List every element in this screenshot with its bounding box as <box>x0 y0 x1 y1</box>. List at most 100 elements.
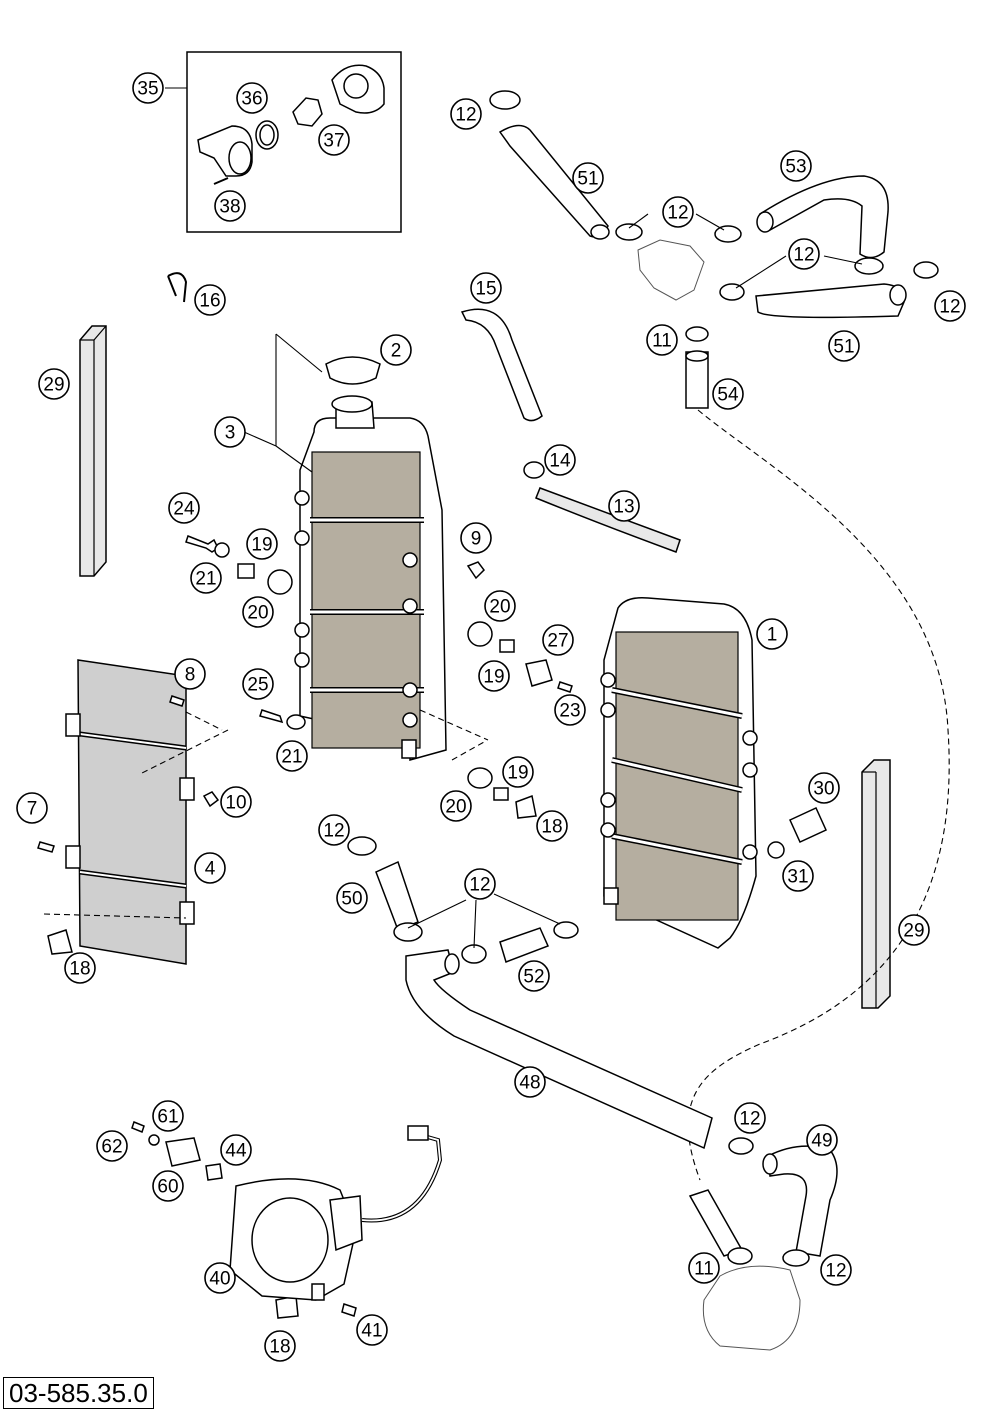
callout-8: 8 <box>174 658 206 690</box>
callout-label: 29 <box>43 375 64 396</box>
callout-label: 2 <box>391 341 402 362</box>
callout-label: 21 <box>195 569 216 590</box>
callout-label: 19 <box>483 667 504 688</box>
callout-40: 40 <box>204 1262 236 1294</box>
callout-circle <box>152 1100 184 1132</box>
callout-circle <box>756 618 788 650</box>
callout-label: 12 <box>793 245 814 266</box>
callout-36: 36 <box>236 82 268 114</box>
callout-label: 25 <box>247 675 268 696</box>
callout-circle <box>336 882 368 914</box>
callout-circle <box>662 196 694 228</box>
callout-35: 35 <box>132 72 164 104</box>
callout-16: 16 <box>194 284 226 316</box>
radiator-left-core <box>311 451 421 749</box>
callout-10: 10 <box>220 786 252 818</box>
callout-circle <box>514 1066 546 1098</box>
callout-label: 20 <box>247 603 268 624</box>
callout-31: 31 <box>782 860 814 892</box>
callout-circle <box>536 810 568 842</box>
callout-circle <box>214 190 246 222</box>
callout-label: 23 <box>559 701 580 722</box>
callout-circle <box>608 490 640 522</box>
callout-label: 61 <box>157 1107 178 1128</box>
callout-circle <box>460 522 492 554</box>
callout-49: 49 <box>806 1124 838 1156</box>
kit-frame <box>186 51 402 233</box>
thermostat-insert <box>292 97 323 127</box>
callout-label: 38 <box>219 197 240 218</box>
callout-label: 8 <box>185 665 196 686</box>
side-covers-group <box>79 325 891 1009</box>
callout-label: 12 <box>469 875 490 896</box>
callout-7: 7 <box>16 792 48 824</box>
callout-30: 30 <box>808 772 840 804</box>
callout-circle <box>246 528 278 560</box>
hose-50 <box>375 860 419 931</box>
callout-circle <box>934 290 966 322</box>
callout-label: 19 <box>251 535 272 556</box>
callout-label: 12 <box>667 203 688 224</box>
callout-circle <box>646 324 678 356</box>
callout-label: 20 <box>489 597 510 618</box>
callout-circle <box>276 740 308 772</box>
callout-circle <box>318 814 350 846</box>
callout-circle <box>264 1330 296 1362</box>
callout-12: 12 <box>450 98 482 130</box>
radiator-cap <box>325 356 381 385</box>
callout-circle <box>554 694 586 726</box>
callout-circle <box>782 860 814 892</box>
callout-11: 11 <box>646 324 678 356</box>
hose-52 <box>499 927 550 963</box>
callout-label: 35 <box>137 79 158 100</box>
callout-18: 18 <box>264 1330 296 1362</box>
callout-label: 31 <box>787 867 808 888</box>
hose-49 <box>767 1145 838 1257</box>
callout-label: 41 <box>361 1321 382 1342</box>
callout-19: 19 <box>478 660 510 692</box>
callout-label: 37 <box>323 131 344 152</box>
callout-12: 12 <box>934 290 966 322</box>
callout-38: 38 <box>214 190 246 222</box>
callout-label: 15 <box>475 279 496 300</box>
callout-circle <box>236 82 268 114</box>
callout-label: 14 <box>549 451 571 472</box>
callout-circle <box>734 1102 766 1134</box>
fan-connector <box>407 1125 429 1141</box>
callout-circle <box>190 562 222 594</box>
callout-label: 62 <box>101 1137 122 1158</box>
callout-21: 21 <box>190 562 222 594</box>
callout-label: 1 <box>767 625 778 646</box>
callout-label: 18 <box>269 1337 290 1358</box>
callout-label: 18 <box>69 959 90 980</box>
callout-circle <box>808 772 840 804</box>
callout-circle <box>174 658 206 690</box>
callout-circle <box>242 596 274 628</box>
callout-20: 20 <box>484 590 516 622</box>
hose-51-right <box>755 283 905 319</box>
fan-assembly <box>131 1121 443 1317</box>
callout-20: 20 <box>440 790 472 822</box>
callout-13: 13 <box>608 490 640 522</box>
callout-label: 9 <box>471 529 482 550</box>
callout-circle <box>38 368 70 400</box>
callout-19: 19 <box>246 528 278 560</box>
thermostat-kit-group <box>165 51 402 233</box>
callout-circle <box>214 416 246 448</box>
callout-circle <box>96 1130 128 1162</box>
callout-12: 12 <box>788 238 820 270</box>
callout-circle <box>220 786 252 818</box>
callout-circle <box>828 330 860 362</box>
radiator-right <box>600 596 758 949</box>
lower-hoses-group <box>347 836 838 1351</box>
callout-circle <box>440 790 472 822</box>
callout-label: 50 <box>341 889 362 910</box>
callout-label: 12 <box>939 297 960 318</box>
fan-motor <box>329 1195 363 1252</box>
callout-label: 36 <box>241 89 262 110</box>
callout-61: 61 <box>152 1100 184 1132</box>
callout-circle <box>220 1134 252 1166</box>
callout-circle <box>780 150 812 182</box>
callout-circle <box>242 668 274 700</box>
